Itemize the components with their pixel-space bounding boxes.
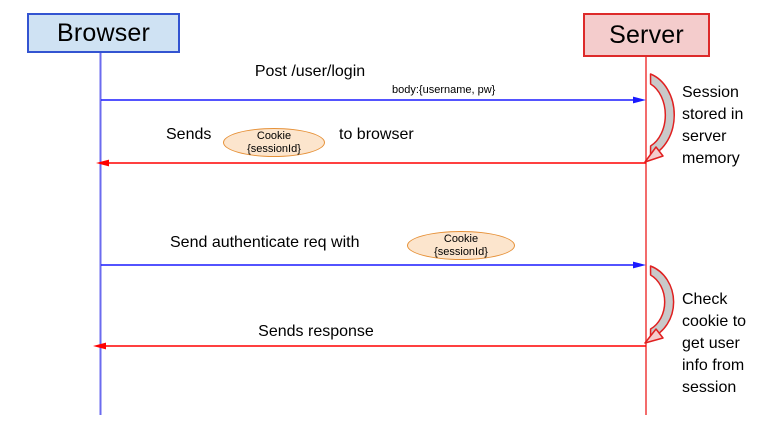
cookie-title: Cookie	[443, 232, 479, 245]
arrowhead-left-icon	[96, 159, 109, 167]
message-2-label-prefix: Sends	[166, 126, 212, 143]
annotation-check-cookie: Check cookie to get user info from sessi…	[682, 289, 746, 399]
arrowhead-right-icon	[633, 96, 646, 104]
annotation-line: session	[682, 379, 737, 396]
annotation-line: cookie to	[682, 313, 747, 330]
actor-box-server: Server	[583, 13, 710, 57]
self-loop-arrow-1	[649, 73, 676, 157]
cookie-value: {sessionId}	[247, 142, 301, 155]
cookie-ellipse-1: Cookie {sessionId}	[223, 128, 325, 157]
cookie-ellipse-2: Cookie {sessionId}	[407, 231, 515, 260]
annotation-line: get user	[682, 335, 740, 352]
message-1-sublabel: body:{username, pw}	[392, 84, 496, 96]
self-loop-arrow-2	[649, 265, 675, 339]
message-4-label: Sends response	[258, 323, 374, 340]
actor-label-browser: Browser	[56, 18, 151, 47]
annotation-line: Check	[682, 291, 728, 308]
cookie-value: {sessionId}	[434, 245, 488, 258]
arrowhead-left-icon	[93, 342, 106, 350]
annotation-line: stored in	[682, 106, 744, 123]
message-3-label-prefix: Send authenticate req with	[170, 234, 360, 251]
actor-label-server: Server	[609, 20, 684, 49]
self-loop-arrowhead-icon	[644, 146, 664, 163]
annotation-line: memory	[682, 150, 740, 167]
message-2-label-suffix: to browser	[339, 126, 414, 143]
message-1-label: Post /user/login	[254, 63, 366, 80]
cookie-title: Cookie	[256, 129, 292, 142]
actor-box-browser: Browser	[27, 13, 180, 53]
annotation-line: Session	[682, 84, 739, 101]
annotation-session-stored: Session stored in server memory	[682, 82, 743, 170]
self-loop-arrowhead-icon	[644, 328, 664, 344]
arrowhead-right-icon	[633, 261, 646, 269]
annotation-line: info from	[682, 357, 745, 374]
annotation-line: server	[682, 128, 727, 145]
